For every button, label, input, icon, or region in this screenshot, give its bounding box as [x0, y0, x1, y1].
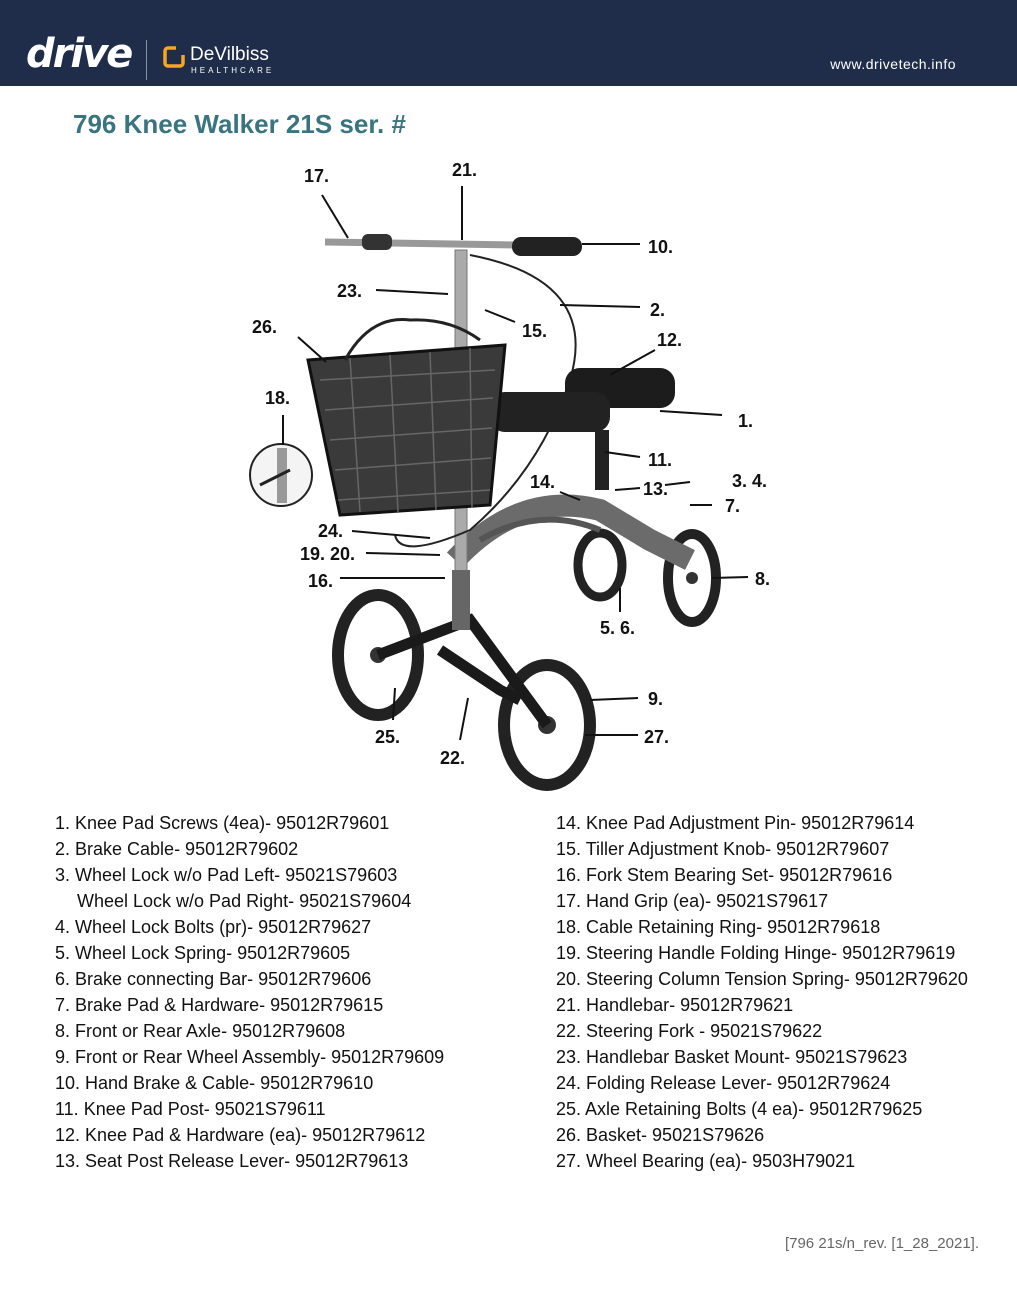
- label-25: 25.: [375, 727, 400, 747]
- leader-lines: [282, 186, 749, 741]
- part-item: 16. Fork Stem Bearing Set- 95012R79616: [556, 865, 893, 885]
- part-item: 27. Wheel Bearing (ea)- 9503H79021: [556, 1151, 856, 1171]
- part-item: 9. Front or Rear Wheel Assembly- 95012R7…: [55, 1047, 445, 1067]
- knee-walker-diagram: 17. 21. 10. 23. 2. 26. 15. 12. 18. 1. 11…: [249, 160, 770, 791]
- devilbiss-logo: DeVilbiss: [190, 44, 269, 65]
- part-item: 3. Wheel Lock w/o Pad Left- 95021S79603: [55, 865, 398, 885]
- brake-cable: [394, 254, 577, 548]
- label-23: 23.: [337, 281, 362, 301]
- part-item: 21. Handlebar- 95012R79621: [556, 995, 794, 1015]
- basket: [306, 318, 507, 517]
- label-14: 14.: [530, 472, 555, 492]
- label-13: 13.: [643, 479, 668, 499]
- label-8: 8.: [755, 569, 770, 589]
- label-2: 2.: [650, 300, 665, 320]
- label-21: 21.: [452, 160, 477, 180]
- devilbiss-logo-sub: HEALTHCARE: [191, 66, 275, 75]
- label-1: 1.: [738, 411, 753, 431]
- part-item: 5. Wheel Lock Spring- 95012R79605: [55, 943, 351, 963]
- part-item: 20. Steering Column Tension Spring- 9501…: [556, 969, 968, 989]
- part-item: 17. Hand Grip (ea)- 95021S79617: [556, 891, 829, 911]
- hand-grip-right: [512, 237, 582, 256]
- label-11: 11.: [648, 450, 672, 470]
- revision-note: [796 21s/n_rev. [1_28_2021].: [784, 1235, 979, 1252]
- label-3-4: 3. 4.: [732, 471, 767, 491]
- label-24: 24.: [318, 521, 343, 541]
- label-17: 17.: [304, 166, 329, 186]
- part-item: 26. Basket- 95021S79626: [556, 1125, 765, 1145]
- label-19-20: 19. 20.: [300, 544, 355, 564]
- page-header: drive DeVilbiss HEALTHCARE www.drivetech…: [0, 0, 1017, 86]
- website-url[interactable]: www.drivetech.info: [830, 56, 956, 72]
- part-item: 23. Handlebar Basket Mount- 95021S79623: [556, 1047, 908, 1067]
- part-item: 24. Folding Release Lever- 95012R79624: [556, 1073, 891, 1093]
- part-item: 19. Steering Handle Folding Hinge- 95012…: [556, 943, 956, 963]
- label-10: 10.: [648, 237, 673, 257]
- label-5-6: 5. 6.: [600, 618, 635, 638]
- part-item: 6. Brake connecting Bar- 95012R79606: [55, 969, 372, 989]
- part-item: 10. Hand Brake & Cable- 95012R79610: [55, 1073, 374, 1093]
- part-item: 14. Knee Pad Adjustment Pin- 95012R79614: [556, 813, 915, 833]
- handlebar: [324, 238, 521, 249]
- part-item: 2. Brake Cable- 95012R79602: [55, 839, 299, 859]
- label-18: 18.: [265, 388, 290, 408]
- parts-list-left: 1. Knee Pad Screws (4ea)- 95012R79601 2.…: [55, 810, 525, 1174]
- part-item: 11. Knee Pad Post- 95021S79611: [55, 1099, 326, 1119]
- part-item: Wheel Lock w/o Pad Right- 95021S79604: [77, 891, 412, 911]
- front-left-wheel: [573, 528, 627, 602]
- part-item: 18. Cable Retaining Ring- 95012R79618: [556, 917, 881, 937]
- part-item: 22. Steering Fork - 95021S79622: [556, 1021, 823, 1041]
- label-27: 27.: [644, 727, 669, 747]
- hand-grip-left: [362, 234, 392, 250]
- label-15: 15.: [522, 321, 547, 341]
- label-12: 12.: [657, 330, 682, 350]
- part-item: 25. Axle Retaining Bolts (4 ea)- 95012R7…: [556, 1099, 923, 1119]
- devilbiss-logo-icon: [163, 46, 185, 68]
- part-item: 8. Front or Rear Axle- 95012R79608: [55, 1021, 346, 1041]
- page-title: 796 Knee Walker 21S ser. #: [73, 109, 406, 139]
- drive-logo: drive: [26, 31, 133, 77]
- part-item: 15. Tiller Adjustment Knob- 95012R79607: [556, 839, 890, 859]
- label-7: 7.: [725, 496, 740, 516]
- label-26: 26.: [252, 317, 277, 337]
- part-item: 1. Knee Pad Screws (4ea)- 95012R79601: [55, 813, 390, 833]
- logo-divider: [146, 40, 147, 80]
- label-9: 9.: [648, 689, 663, 709]
- walker-frame: [446, 494, 695, 570]
- knee-pad-front: [490, 392, 610, 432]
- part-item: 12. Knee Pad & Hardware (ea)- 95012R7961…: [55, 1125, 426, 1145]
- parts-list-right: 14. Knee Pad Adjustment Pin- 95012R79614…: [556, 810, 1016, 1174]
- knee-pad-post: [595, 430, 609, 490]
- part-item: 13. Seat Post Release Lever- 95012R79613: [55, 1151, 409, 1171]
- part-item: 4. Wheel Lock Bolts (pr)- 95012R79627: [55, 917, 372, 937]
- label-16: 16.: [308, 571, 333, 591]
- part-item: 7. Brake Pad & Hardware- 95012R79615: [55, 995, 384, 1015]
- label-22: 22.: [440, 748, 465, 768]
